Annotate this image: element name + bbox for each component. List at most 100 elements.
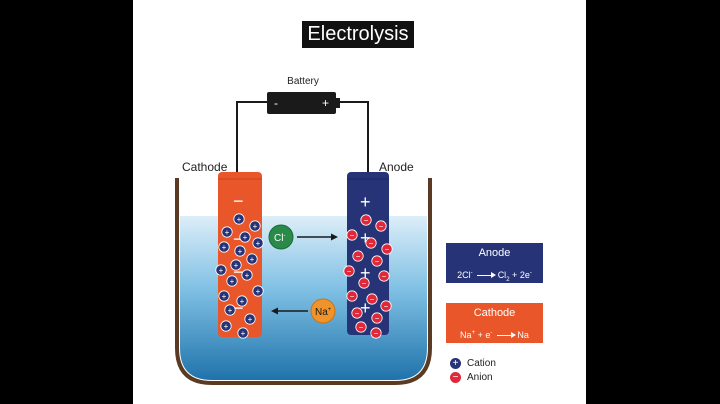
cation-ion: + xyxy=(249,220,261,232)
diagram-title: Electrolysis xyxy=(302,21,414,48)
chloride-ion: Cl- xyxy=(268,224,294,250)
eq-reactant: Na xyxy=(460,330,472,340)
svg-text:−: − xyxy=(359,323,364,332)
chloride-charge: - xyxy=(283,233,285,239)
svg-text:−: − xyxy=(370,295,375,304)
svg-text:+: + xyxy=(241,329,246,338)
anion-ion: − xyxy=(365,237,377,249)
eq-product-subscript: 2 xyxy=(506,276,510,283)
cation-cluster: +++++++++++++++++++ xyxy=(215,213,264,339)
svg-text:−: − xyxy=(382,272,387,281)
legend-anion: −Anion xyxy=(450,371,493,385)
anode-label: Anode xyxy=(379,160,414,174)
anion-cluster: −−−−−−−−−−−−−−−−− xyxy=(343,214,393,339)
wire-right xyxy=(337,101,369,172)
anode-plus-sign: + xyxy=(360,228,371,248)
sodium-charge: + xyxy=(328,307,332,313)
anion-ion: − xyxy=(381,243,393,255)
svg-text:+: + xyxy=(222,243,227,252)
legend-cation: + Cation xyxy=(450,357,496,371)
svg-text:+: + xyxy=(248,315,253,324)
svg-text:+: + xyxy=(253,222,258,231)
svg-text:−: − xyxy=(347,267,352,276)
anion-ion: − xyxy=(346,229,358,241)
svg-text:+: + xyxy=(237,215,242,224)
eq-product: Na xyxy=(517,330,529,340)
svg-text:−: − xyxy=(375,257,380,266)
svg-text:+: + xyxy=(222,292,227,301)
svg-text:+: + xyxy=(225,228,230,237)
svg-text:−: − xyxy=(364,216,369,225)
anode-plus-sign: + xyxy=(360,192,371,212)
cation-ion: + xyxy=(224,304,236,316)
svg-text:Na+: Na+ xyxy=(315,307,332,318)
cation-ion: + xyxy=(236,295,248,307)
anion-ion: − xyxy=(366,293,378,305)
cathode-box-title: Cathode xyxy=(473,307,516,319)
anode-plus-sign: + xyxy=(360,298,371,318)
cation-ion: + xyxy=(241,269,253,281)
cathode-label: Cathode xyxy=(182,160,228,174)
anion-ion: − xyxy=(358,277,370,289)
beaker-container xyxy=(175,178,432,385)
anion-ion: − xyxy=(346,290,358,302)
anion-ion: − xyxy=(380,300,392,312)
svg-text:+: + xyxy=(224,322,229,331)
eq-electron-charge: - xyxy=(529,270,532,276)
battery-plus-sign: + xyxy=(322,96,329,110)
battery-label: Battery xyxy=(287,76,319,87)
anion-ion: − xyxy=(378,270,390,282)
reaction-arrow-icon xyxy=(477,272,497,279)
sodium-symbol: Na xyxy=(315,307,328,318)
svg-text:−: − xyxy=(375,314,380,323)
legend-cation-label: Cation xyxy=(467,358,496,369)
cation-ion: + xyxy=(226,275,238,287)
anode-equation: 2Cl- Cl2 + 2e- xyxy=(446,264,543,283)
svg-text:+: + xyxy=(245,271,250,280)
anion-ion: − xyxy=(352,250,364,262)
cathode-minus-sign: − xyxy=(233,191,244,211)
svg-text:+: + xyxy=(228,306,233,315)
anion-ion: − xyxy=(351,307,363,319)
cation-ion: + xyxy=(244,313,256,325)
anion-ion: − xyxy=(355,321,367,333)
svg-text:+: + xyxy=(256,287,261,296)
eq-electron: e xyxy=(485,330,491,340)
eq-plus: + xyxy=(477,330,483,340)
sodium-ion: Na+ xyxy=(310,298,336,324)
reaction-arrow-icon xyxy=(496,332,516,339)
svg-text:−: − xyxy=(385,245,390,254)
cation-ion: + xyxy=(233,213,245,225)
svg-text:−: − xyxy=(350,292,355,301)
svg-text:−: − xyxy=(350,231,355,240)
svg-text:−: − xyxy=(384,302,389,311)
cation-ion: + xyxy=(237,327,249,339)
anode-box-title: Anode xyxy=(478,247,511,259)
anion-ion: − xyxy=(371,255,383,267)
anode-electrode: + + + + xyxy=(347,172,389,335)
cathode-minus-sign: − xyxy=(233,229,244,249)
anion-icon: − xyxy=(450,371,461,383)
svg-text:−: − xyxy=(355,309,360,318)
eq-plus: + xyxy=(512,270,518,280)
svg-text:−: − xyxy=(362,279,367,288)
arrow-to-anode xyxy=(297,233,338,241)
battery-icon: - + xyxy=(267,92,340,114)
svg-text:+: + xyxy=(219,266,224,275)
cation-ion: + xyxy=(234,245,246,257)
eq-electron-charge: - xyxy=(490,330,493,336)
anion-ion: − xyxy=(343,265,355,277)
cation-icon: + xyxy=(450,357,461,369)
anion-ion: − xyxy=(360,214,372,226)
cation-ion: + xyxy=(252,285,264,297)
eq-product: Cl xyxy=(497,270,507,280)
arrow-to-cathode xyxy=(271,307,308,315)
cation-ion: + xyxy=(218,290,230,302)
svg-text:+: + xyxy=(256,239,261,248)
cation-ion: + xyxy=(218,241,230,253)
chloride-symbol: Cl xyxy=(274,233,283,244)
cation-ion: + xyxy=(246,253,258,265)
eq-reactant-charge: + xyxy=(471,330,476,336)
anion-ion: − xyxy=(375,220,387,232)
